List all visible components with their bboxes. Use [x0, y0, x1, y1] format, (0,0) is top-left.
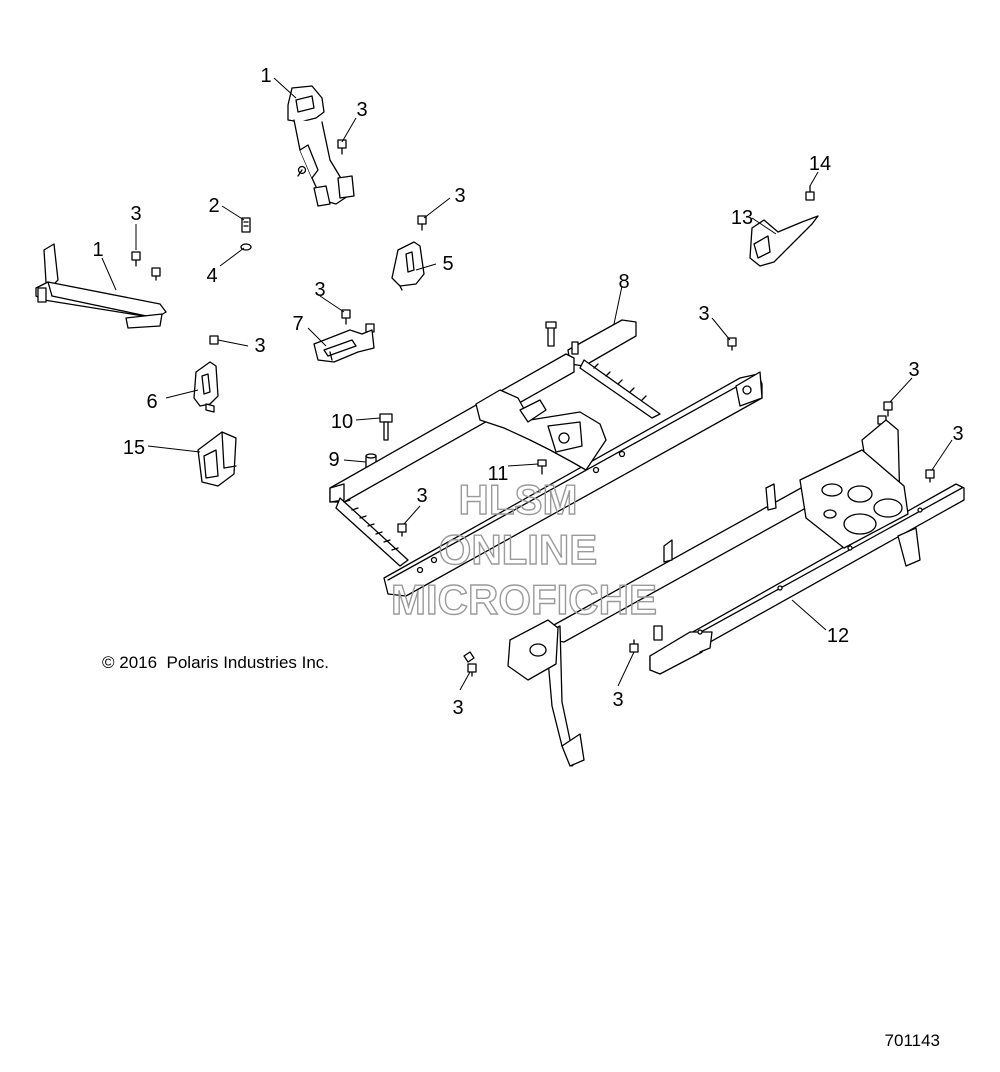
diagram-number: 701143 [885, 1031, 940, 1050]
callout-3: 3 [452, 697, 463, 719]
bolt-4 [417, 215, 427, 231]
bolt-6 [209, 335, 219, 345]
watermark-line-3: MICROFICHE [391, 576, 657, 623]
part-5-bracket [391, 241, 425, 291]
part-14-bolt [805, 185, 815, 201]
part-3-bolts [131, 139, 935, 677]
callout-1: 1 [92, 239, 103, 261]
callout-12: 12 [827, 625, 849, 647]
watermark: HLSM ONLINE MICROFICHE [390, 475, 657, 623]
part-1-upper-bracket [287, 85, 355, 207]
callout-3: 3 [416, 485, 427, 507]
callout-3: 3 [908, 359, 919, 381]
callout-3: 3 [356, 99, 367, 121]
callout-11: 11 [488, 463, 509, 485]
callout-3: 3 [130, 203, 141, 225]
part-2-bolt [241, 217, 251, 233]
callout-10: 10 [331, 411, 353, 433]
callout-3: 3 [952, 423, 963, 445]
callout-13: 13 [731, 207, 753, 229]
part-6-bracket [193, 361, 219, 413]
callout-labels: 1 3 14 3 2 13 3 1 4 5 8 3 3 7 3 3 6 10 3… [92, 65, 963, 719]
part-1-left-arm [35, 243, 167, 329]
callout-3: 3 [698, 303, 709, 325]
callout-2: 2 [208, 195, 219, 217]
callout-14: 14 [809, 153, 831, 175]
part-7-bracket [313, 329, 375, 363]
part-11-pin [537, 459, 547, 475]
part-15-bracket [197, 431, 237, 487]
bolt-11 [397, 523, 407, 537]
bolt-14 [629, 639, 639, 653]
callout-5: 5 [442, 253, 453, 275]
callout-3: 3 [454, 185, 465, 207]
callout-1: 1 [260, 65, 271, 87]
callout-15: 15 [123, 437, 145, 459]
bolt-10 [925, 469, 935, 483]
bolt-2 [131, 251, 141, 267]
callout-4: 4 [206, 265, 217, 287]
callout-3: 3 [314, 279, 325, 301]
copyright-notice: © 2016 Polaris Industries Inc. [102, 653, 329, 672]
part-10-bolt [379, 413, 393, 441]
callout-9: 9 [328, 449, 339, 471]
bolt-13 [463, 651, 475, 663]
part-12-rear-frame [507, 419, 965, 767]
bolt-8 [883, 401, 893, 417]
bolt-1 [337, 139, 347, 155]
callout-3: 3 [612, 689, 623, 711]
callout-6: 6 [146, 391, 157, 413]
callout-7: 7 [292, 313, 303, 335]
callout-3: 3 [254, 335, 265, 357]
leader-lines [101, 77, 953, 691]
bolt-3 [151, 267, 161, 281]
part-8-mid-frame [329, 319, 763, 597]
callout-8: 8 [618, 271, 629, 293]
bolt-5 [341, 309, 351, 325]
bolt-12 [467, 663, 477, 677]
watermark-line-2: ONLINE [439, 526, 598, 573]
watermark-line-1: HLSM [459, 476, 578, 523]
